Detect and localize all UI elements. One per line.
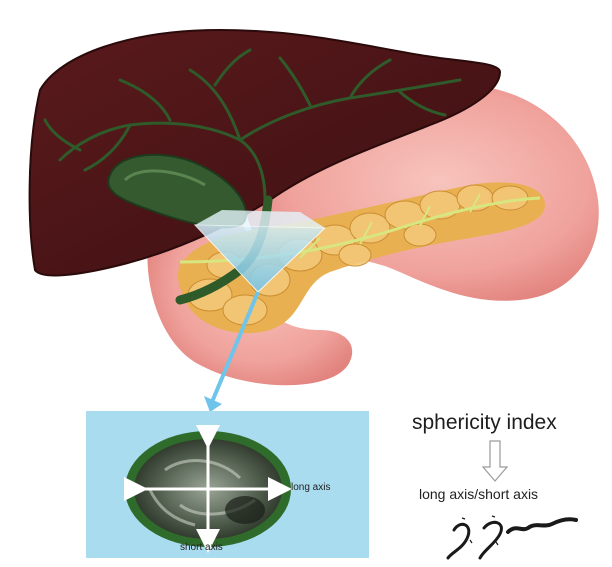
sphericity-index-title: sphericity index xyxy=(412,411,557,435)
signature-mark xyxy=(440,510,580,560)
long-axis-label: long axis xyxy=(291,482,330,493)
down-arrow-icon xyxy=(482,440,508,482)
short-axis-label: short axis xyxy=(180,542,223,553)
ratio-label: long axis/short axis xyxy=(419,486,538,502)
